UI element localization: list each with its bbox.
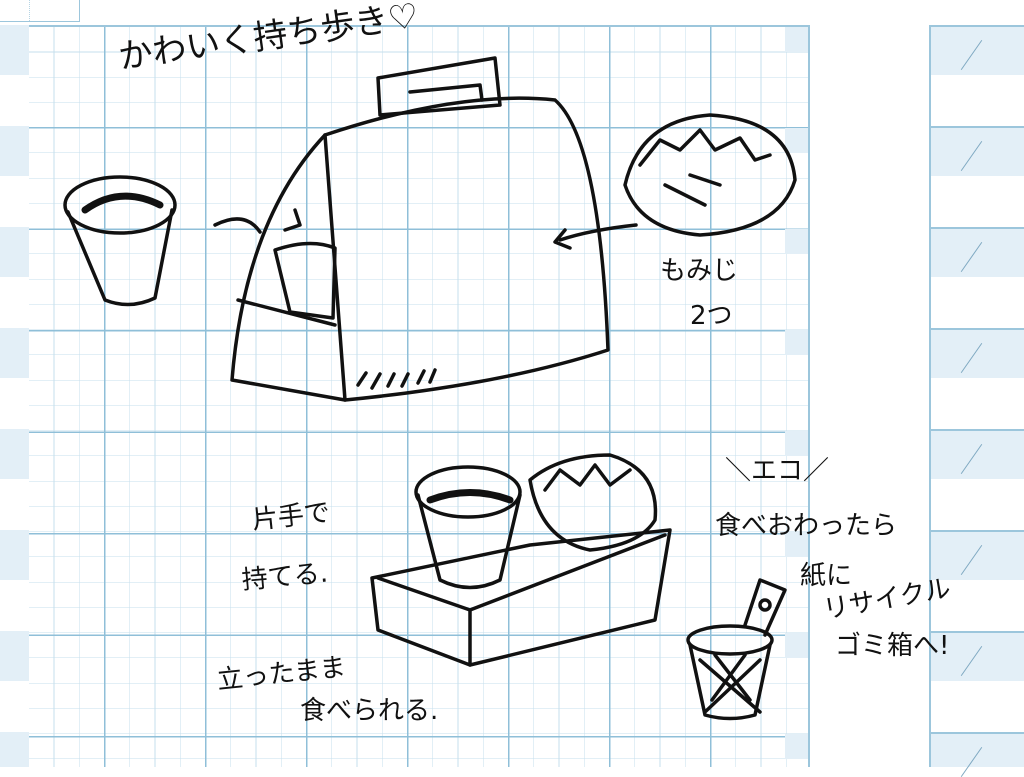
note-one-hand-2: 持てる. (240, 558, 330, 596)
momiji-drawing (623, 113, 797, 237)
corner-tab[interactable] (0, 0, 80, 22)
note-eco-2: 紙に (800, 561, 853, 591)
trash-can-drawing (686, 578, 787, 721)
page-edge-shade (785, 27, 808, 767)
note-eco-1: 食べおわったら (715, 511, 898, 541)
note-momiji-count: 2つ (690, 301, 733, 331)
carrier-box-drawing (213, 56, 638, 402)
note-eco: ＼エコ／ (725, 456, 830, 486)
next-page-preview[interactable] (929, 25, 1024, 777)
note-eco-4: ゴミ箱へ! (835, 631, 950, 661)
note-momiji: もみじ (660, 256, 739, 286)
note-standing-2: 食べられる. (300, 696, 439, 726)
cup-drawing (63, 175, 177, 307)
tray-drawing (370, 453, 672, 667)
